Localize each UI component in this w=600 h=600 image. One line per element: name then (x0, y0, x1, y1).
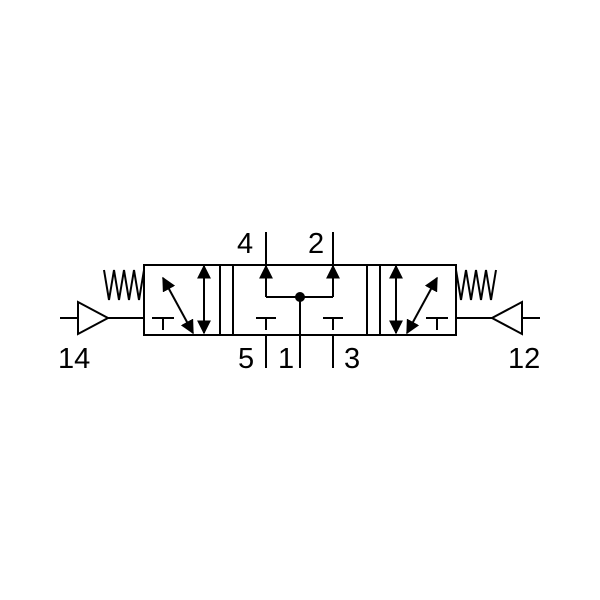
right-position-flow (389, 264, 448, 335)
left-pilot-triangle (77, 300, 111, 336)
right-diagonal-arrow (406, 276, 438, 335)
port-label-1: 1 (278, 343, 294, 375)
left-pilot-actuator (60, 269, 145, 336)
left-spring-icon (103, 269, 145, 301)
port-label-14: 14 (58, 343, 90, 375)
port-label-2: 2 (308, 228, 324, 260)
valve-body (143, 264, 457, 336)
port-label-5: 5 (238, 343, 254, 375)
right-position-box (366, 264, 457, 336)
right-pilot-triangle (489, 300, 523, 336)
port-label-4: 4 (237, 228, 253, 260)
center-junction-dot (295, 292, 305, 302)
port-label-12: 12 (508, 343, 540, 375)
port-label-3: 3 (344, 343, 360, 375)
right-pilot-actuator (455, 269, 540, 336)
port-lines (265, 232, 334, 368)
left-position-flow (152, 264, 211, 335)
left-diagonal-arrow (162, 276, 194, 335)
center-position-flow (256, 264, 343, 335)
right-spring-icon (455, 269, 497, 301)
